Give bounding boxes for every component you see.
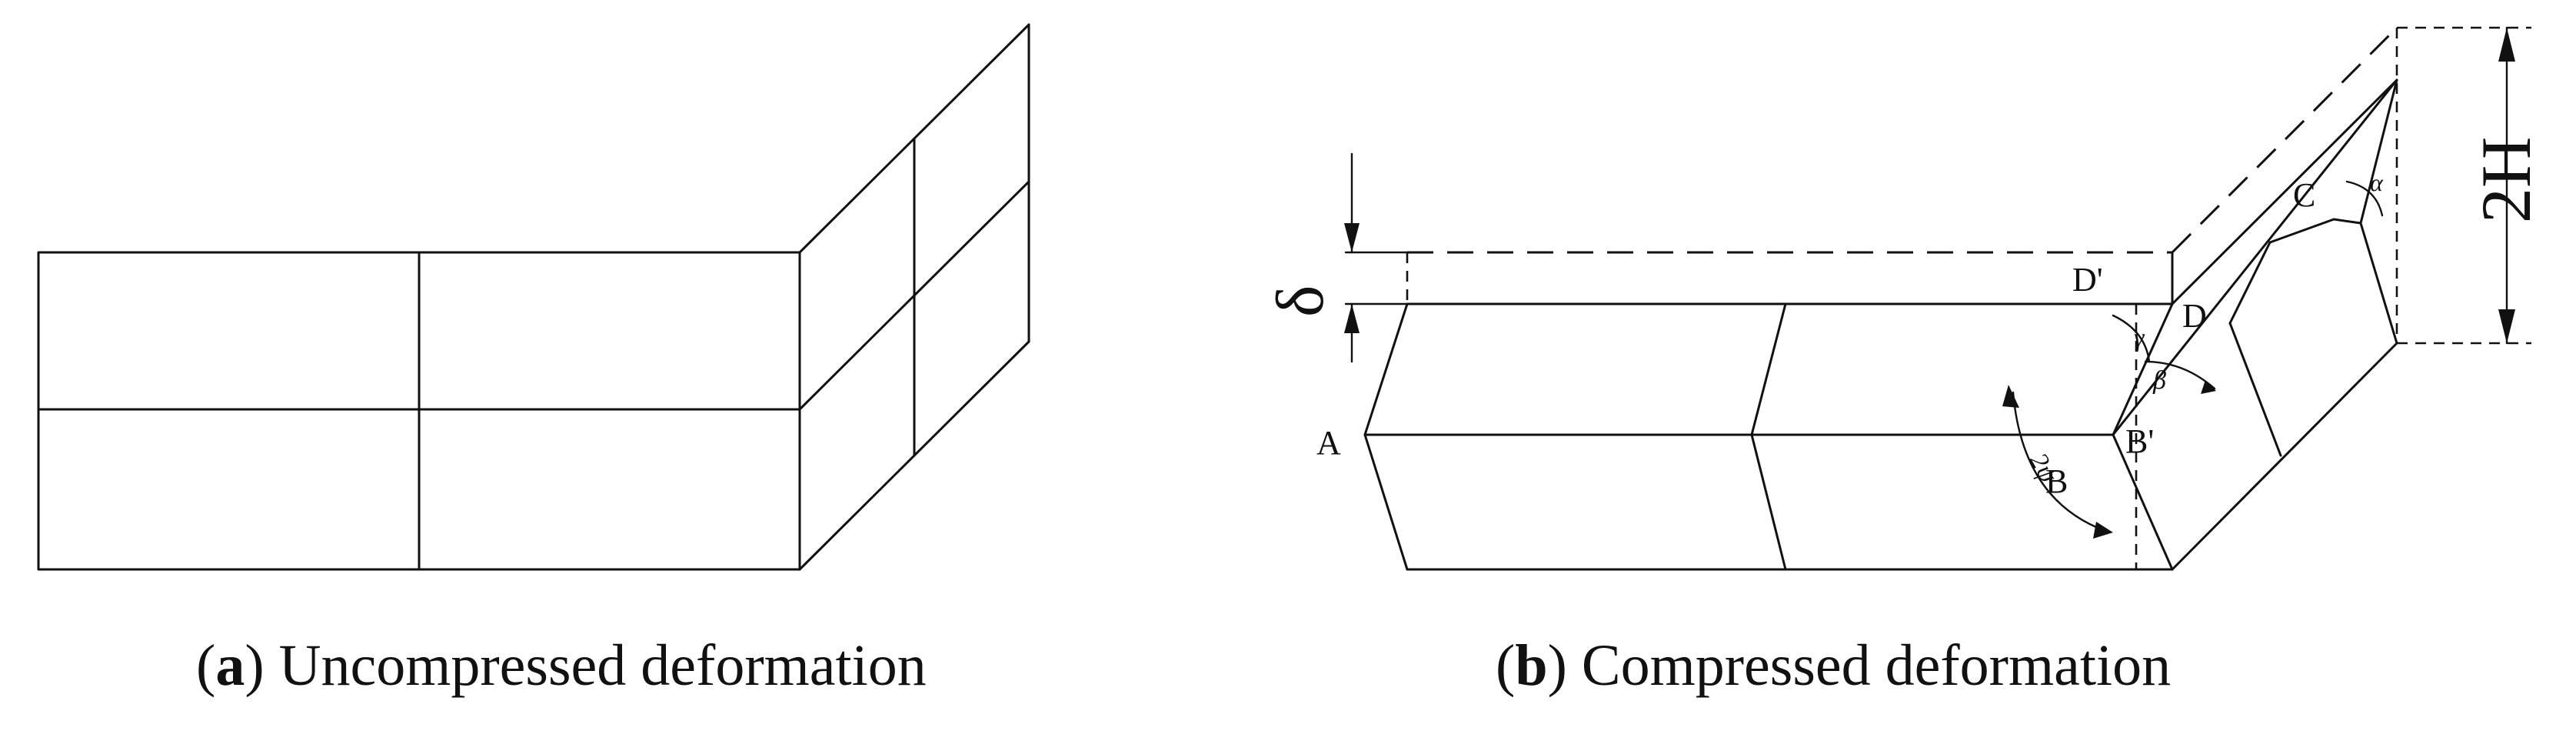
label-D: D xyxy=(2182,297,2207,335)
crease-B-C xyxy=(2112,78,2398,436)
label-2H: 2H xyxy=(2467,137,2545,223)
fold-line-B-bottom xyxy=(2112,433,2174,571)
crease-inner-1 xyxy=(2228,241,2271,325)
panel-b-compressed xyxy=(1344,26,2531,571)
label-C: C xyxy=(2293,176,2315,214)
crease-C-short xyxy=(2268,218,2335,244)
label-beta: β xyxy=(2152,366,2166,395)
two-psi-arrowhead-top xyxy=(2002,385,2019,408)
label-alpha: α xyxy=(2370,169,2384,196)
compressed-left-edge xyxy=(1363,302,1409,571)
panel-a-uncompressed xyxy=(37,23,1030,571)
caption-a-letter: a xyxy=(215,633,245,698)
label-B: B xyxy=(2045,462,2068,500)
fold-line-BD xyxy=(2112,302,2174,436)
caption-a-text: Uncompressed deformation xyxy=(279,633,927,698)
compressed-middle-fold xyxy=(1750,302,1787,571)
alpha-angle-arc xyxy=(2345,180,2384,217)
delta-arrowhead-top xyxy=(1344,223,1360,252)
crease-inner-4 xyxy=(2359,222,2398,345)
caption-b: (b) Compressed deformation xyxy=(1496,633,2171,698)
delta-arrowhead-bottom xyxy=(1344,304,1360,333)
label-A: A xyxy=(1316,424,1341,462)
label-delta: δ xyxy=(1263,285,1338,317)
gamma-angle-arc xyxy=(2112,314,2151,363)
two-psi-arrowhead-bottom xyxy=(2093,522,2113,539)
two-psi-angle-arc xyxy=(2012,391,2107,532)
original-diagonal-top xyxy=(2171,26,2398,254)
twoH-arrowhead-top xyxy=(2498,28,2515,62)
beta-arrowhead xyxy=(2201,380,2216,394)
crease-inner-2 xyxy=(2228,322,2282,457)
label-D-prime: D' xyxy=(2072,261,2103,299)
crease-C-join xyxy=(2332,218,2362,225)
label-B-prime: B' xyxy=(2125,422,2154,460)
label-gamma: γ xyxy=(2134,324,2145,352)
caption-b-text: Compressed deformation xyxy=(1582,633,2171,698)
crease-inner-3 xyxy=(2359,78,2398,225)
right-block-top-edge xyxy=(2171,78,2398,305)
twoH-arrowhead-bottom xyxy=(2498,309,2515,343)
caption-b-letter: b xyxy=(1515,633,1547,698)
right-block-bottom-edge xyxy=(2171,342,2398,571)
caption-a: (a) Uncompressed deformation xyxy=(196,633,927,698)
